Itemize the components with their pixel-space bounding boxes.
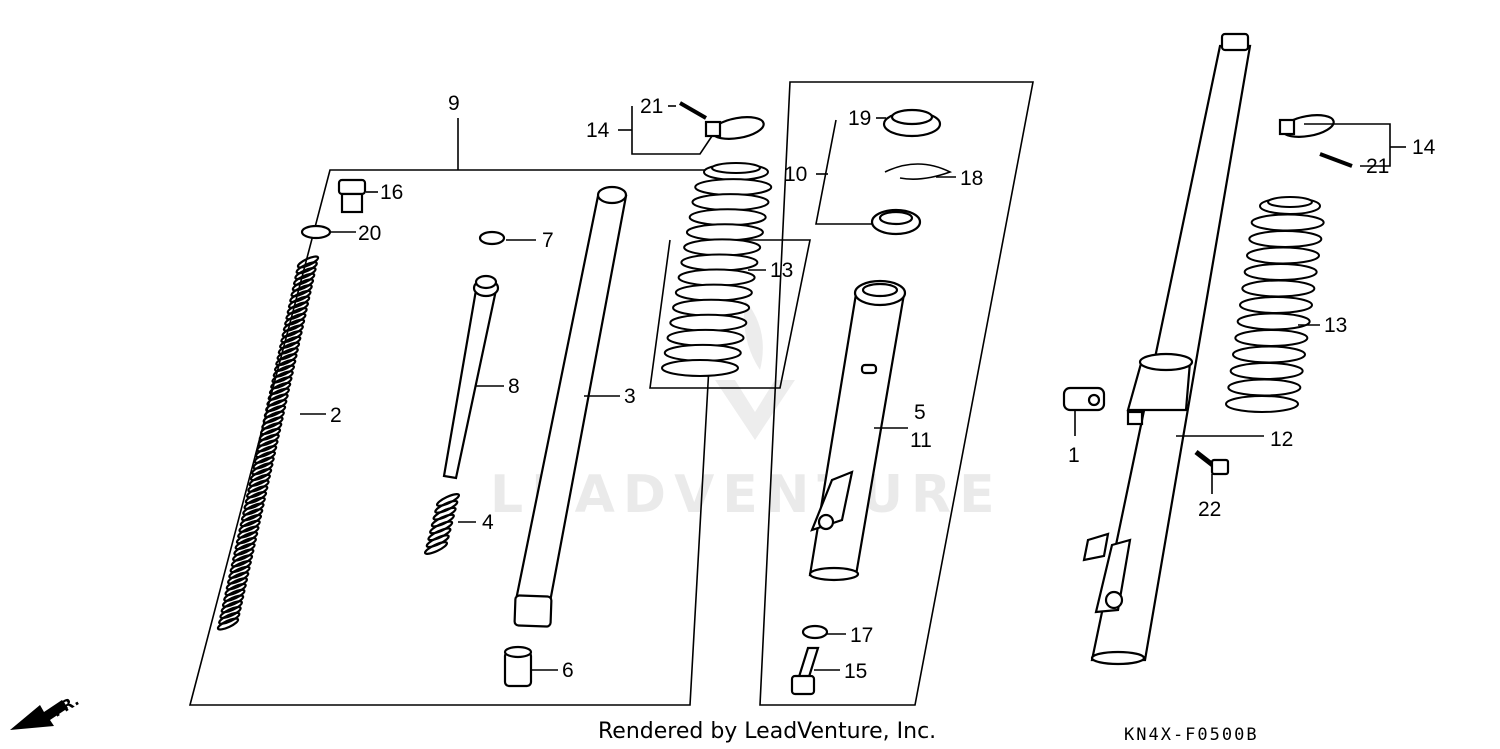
callout-17: 17 (850, 624, 873, 647)
callout-9: 9 (448, 92, 460, 115)
outer-tube-group-box (759, 81, 1034, 706)
part-2-spring (216, 255, 320, 631)
part-19-dust-seal (882, 108, 942, 138)
callout-6: 6 (562, 659, 574, 682)
boot-subgroup-box (649, 239, 811, 389)
callout-10: 10 (784, 163, 807, 186)
part-12-fork-leg (1082, 32, 1252, 666)
callout-5: 5 (914, 401, 926, 424)
footer-credit: Rendered by LeadVenture, Inc. (598, 719, 936, 744)
part-13-boot-right (1225, 196, 1325, 413)
callout-11: 11 (910, 429, 932, 452)
part-7-washer (478, 230, 506, 246)
part-5-outer-tube (808, 279, 907, 582)
part-21-screw (679, 101, 707, 120)
part-20-washer (300, 224, 332, 240)
part-4-spring (423, 493, 461, 555)
callout-21: 21 (640, 95, 663, 118)
part-13-boot (661, 162, 773, 377)
part-14-clamp (704, 116, 765, 140)
callout-labels: 9 16 20 2 7 8 4 3 6 21 14 13 19 18 10 5 … (330, 92, 1436, 683)
part-6-collar (503, 645, 533, 688)
callout-13: 13 (770, 259, 793, 282)
part-17-washer (801, 624, 829, 640)
callout-7: 7 (542, 229, 554, 252)
callout-20: 20 (358, 222, 381, 245)
callout-16: 16 (380, 181, 403, 204)
part-16-bolt (337, 178, 367, 214)
callout-1: 1 (1068, 444, 1080, 467)
callout-21-right: 21 (1366, 155, 1389, 178)
leader-lines (300, 105, 1406, 671)
callout-19: 19 (848, 107, 871, 130)
callout-18: 18 (960, 167, 983, 190)
diagram-code: KN4X-F0500B (1124, 725, 1259, 745)
part-21-screw-right (1319, 152, 1353, 168)
callout-3: 3 (624, 385, 636, 408)
callout-4: 4 (482, 511, 494, 534)
callout-2: 2 (330, 404, 342, 427)
part-3-inner-tube (513, 185, 628, 628)
callout-14: 14 (586, 119, 610, 142)
callout-12: 12 (1270, 428, 1293, 451)
part-15-bolt (790, 646, 820, 696)
front-direction-arrow-icon: FR. (10, 691, 82, 730)
part-10-oil-seal (870, 208, 922, 236)
callout-14-right: 14 (1412, 136, 1436, 159)
part-22-bolt (1194, 450, 1230, 476)
part-8-rod (442, 274, 500, 480)
callout-22: 22 (1198, 498, 1221, 521)
part-14-clamp-right (1278, 114, 1335, 138)
callout-15: 15 (844, 660, 867, 683)
part-1-bracket (1062, 386, 1106, 412)
callout-13-right: 13 (1324, 314, 1347, 337)
fork-assembly-group-box (188, 169, 721, 706)
callout-8: 8 (508, 375, 520, 398)
part-18-clip (884, 163, 953, 180)
